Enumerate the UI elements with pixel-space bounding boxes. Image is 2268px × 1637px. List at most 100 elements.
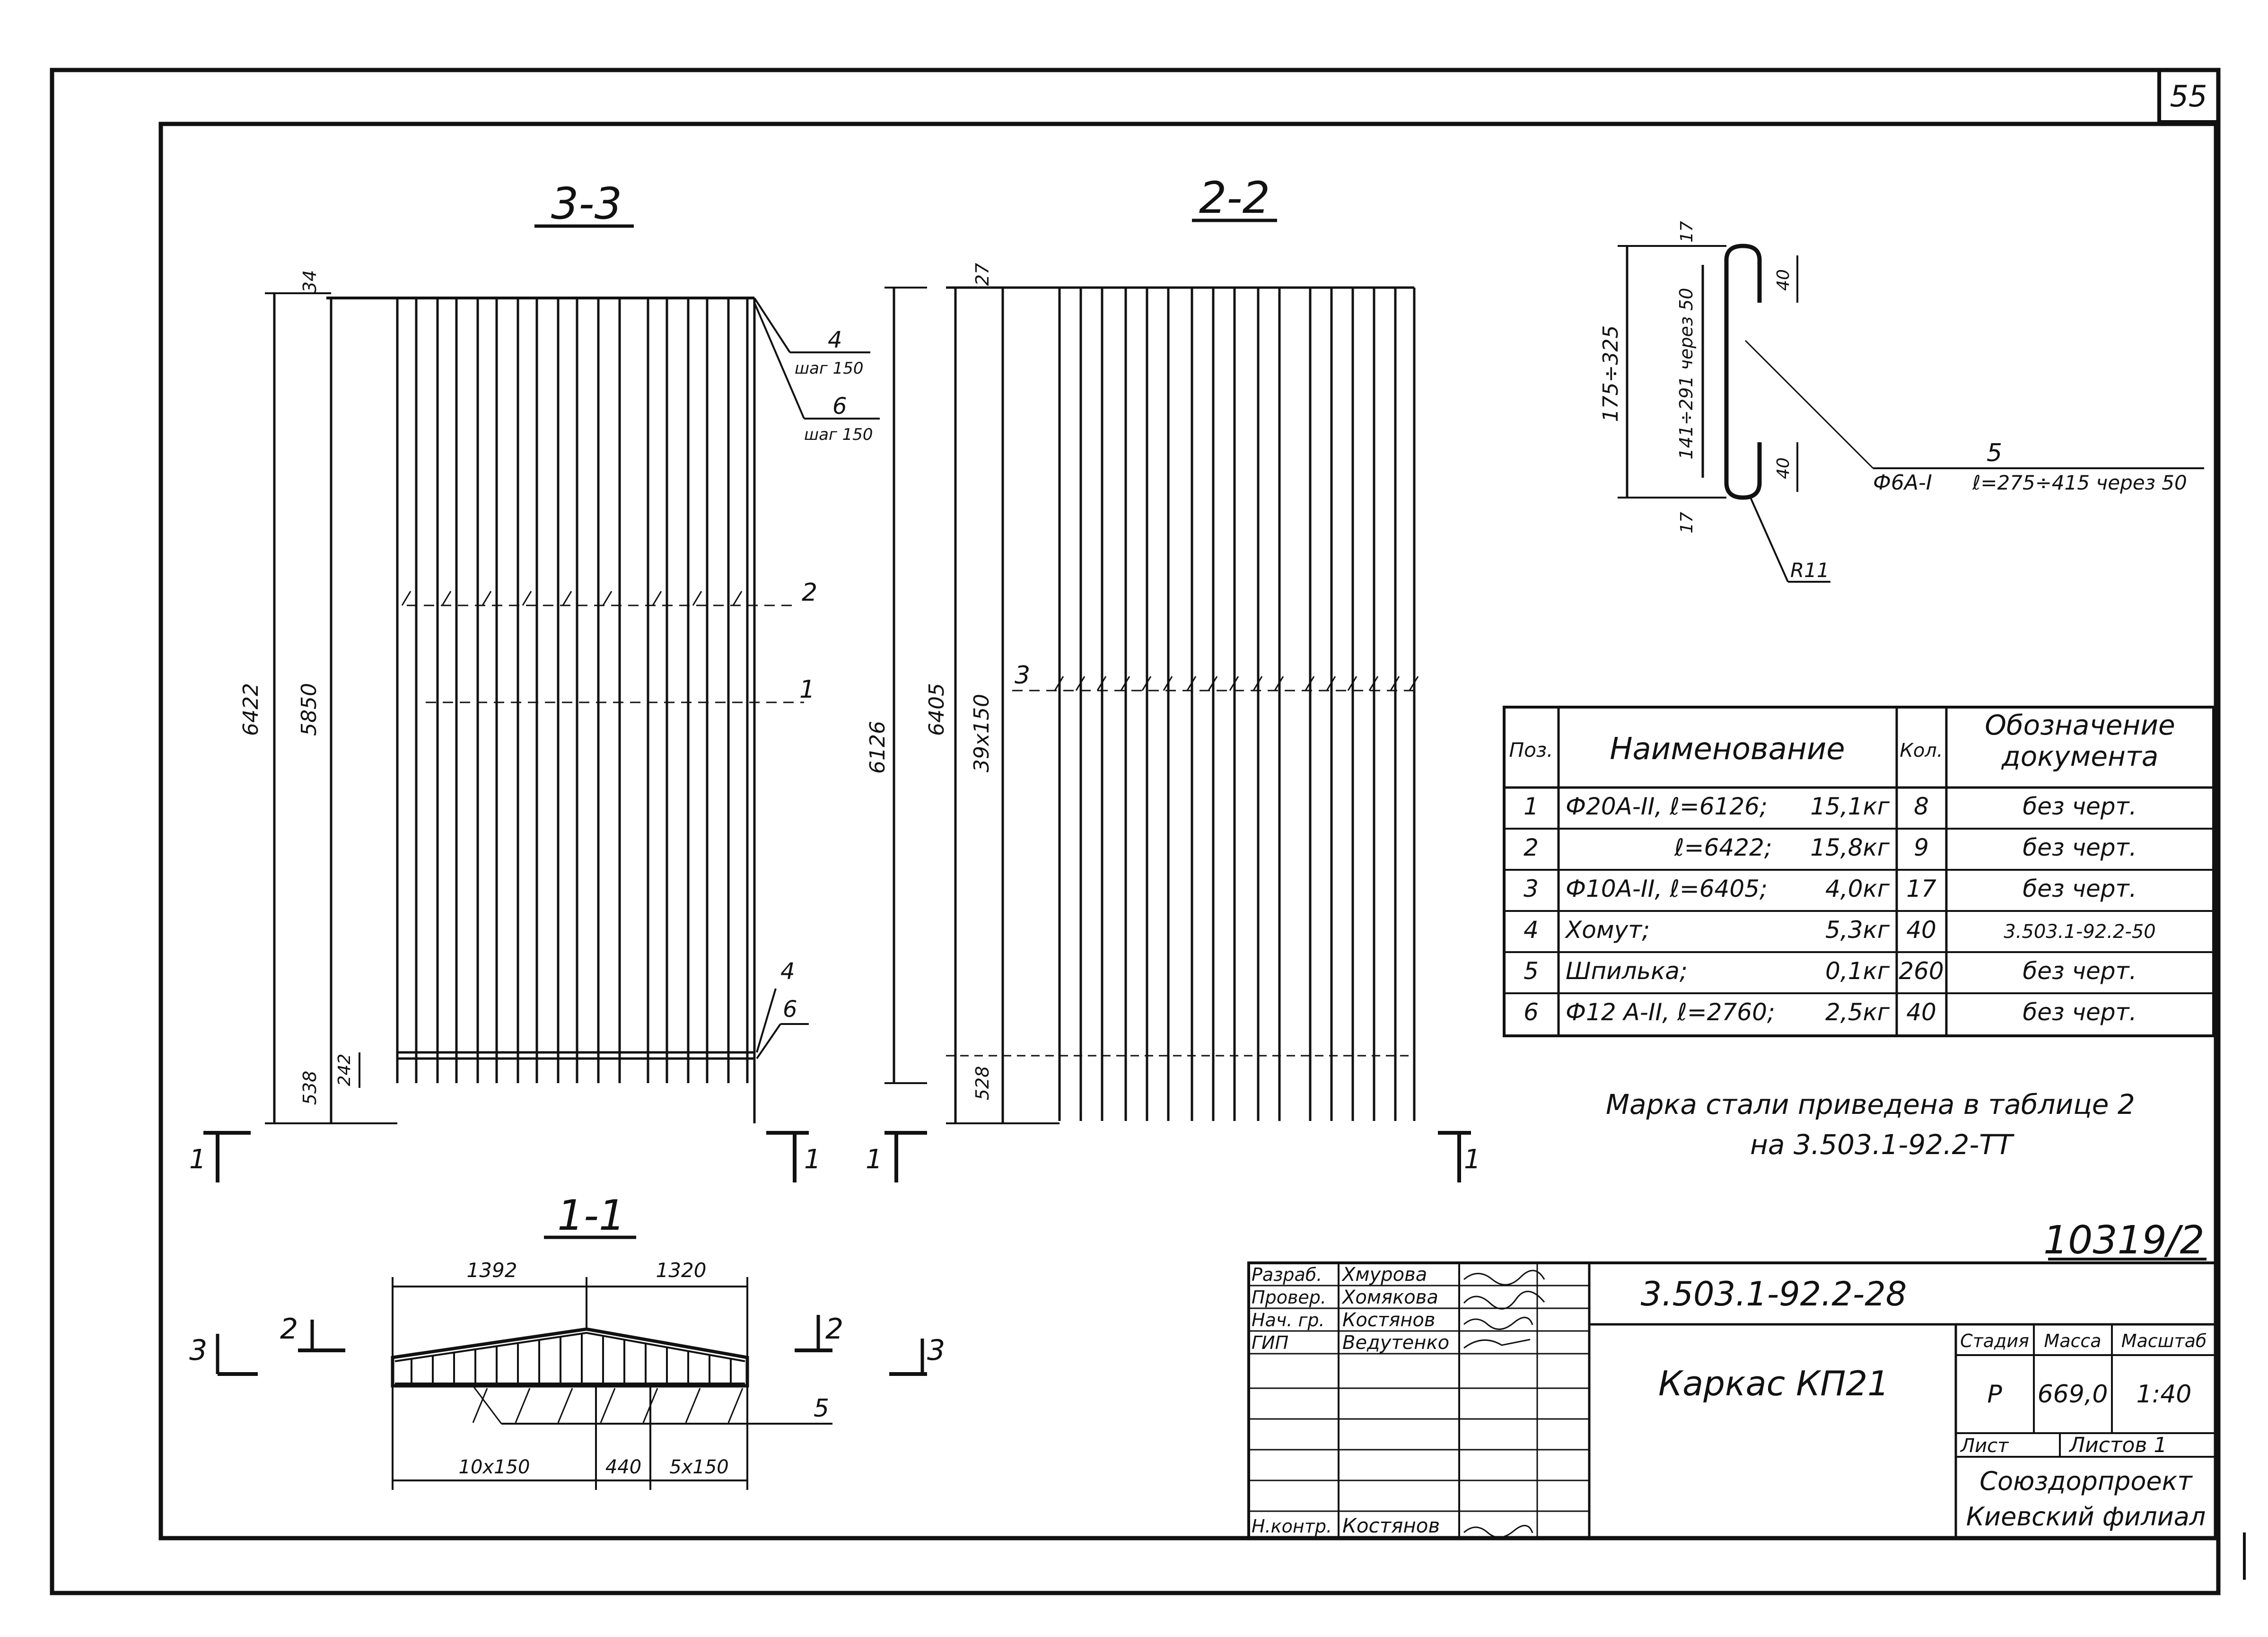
tick-mark xyxy=(441,591,452,606)
tb-sheets-label: Листов 1 xyxy=(2068,1433,2167,1457)
pin-dim-hook-top: 40 xyxy=(1774,269,1793,291)
cut-mark-2b: 2 xyxy=(825,1313,843,1346)
pin-radius: R11 xyxy=(1790,559,1830,582)
section-1-1: 1-1 1392 1320 5 10x150 440 5x150 xyxy=(391,1191,832,1490)
spec-table: Поз. Наименование Кол. Обозначение докум… xyxy=(1503,706,2215,1037)
spec-doc: без черт. xyxy=(2023,834,2137,861)
callout-3-3-6: 6 xyxy=(832,393,847,420)
spec-mass: 0,1кг xyxy=(1825,957,1890,985)
sheet-number: 55 xyxy=(2170,79,2207,114)
pin-dim-bottom: 17 xyxy=(1677,512,1697,534)
tb-designation: 3.503.1-92.2-28 xyxy=(1641,1275,1907,1313)
leader-line xyxy=(472,1388,488,1423)
spec-header-name: Наименование xyxy=(1610,732,1845,767)
spec-mass: 15,8кг xyxy=(1810,834,1890,861)
section-3-3: 3-3 6422 5850 34 538 242 4 шаг 150 6 шаг… xyxy=(239,178,880,1124)
cut-mark-1d: 1 xyxy=(1464,1144,1481,1175)
spec-pos: 1 xyxy=(1524,793,1539,820)
pin-shape xyxy=(1724,244,1762,500)
dim-1-1-b2: 440 xyxy=(605,1456,641,1478)
tick-mark xyxy=(1120,676,1130,691)
pin-detail: 175÷325 141÷291 через 50 17 17 40 40 R11… xyxy=(1599,221,2204,583)
tick-mark xyxy=(1186,676,1197,691)
spec-qty: 17 xyxy=(1906,875,1936,902)
cut-mark-1b: 1 xyxy=(804,1144,821,1175)
pin-mark: 5 xyxy=(1987,439,2002,467)
leader-line xyxy=(557,1388,573,1423)
tb-scale: 1:40 xyxy=(2137,1380,2192,1409)
tb-sheet-label: Лист xyxy=(1960,1435,2009,1457)
tb-org-line-1: Союздорпроект xyxy=(1979,1466,2193,1496)
spec-mass: 2,5кг xyxy=(1825,998,1890,1026)
tick-mark xyxy=(1409,676,1419,691)
tick-mark xyxy=(652,591,662,606)
callout-2-2-3: 3 xyxy=(1015,661,1030,690)
dim-2-2-right: 6126 xyxy=(866,721,890,774)
dim-3-3-top: 34 xyxy=(299,270,320,293)
callout-3-3-4b: 4 xyxy=(780,958,795,985)
callout-3-3-6-note: шаг 150 xyxy=(804,425,873,444)
tb-role: Нач. гр. xyxy=(1252,1310,1325,1331)
cut-mark-3b: 3 xyxy=(927,1334,945,1367)
tick-mark xyxy=(1274,676,1284,691)
tick-mark xyxy=(1141,676,1152,691)
callout-3-3-6b: 6 xyxy=(783,996,797,1023)
spec-mass: 15,1кг xyxy=(1810,793,1890,820)
spec-header-doc: Обозначение документа xyxy=(1985,709,2175,772)
spec-name: ℓ=6422; xyxy=(1674,834,1772,861)
spec-doc: без черт. xyxy=(2023,957,2137,985)
dim-1-1-left: 1392 xyxy=(467,1259,517,1282)
inner-frame xyxy=(158,122,2218,1541)
leader-line xyxy=(727,1388,744,1423)
tb-stage: Р xyxy=(1987,1380,2002,1409)
tick-mark xyxy=(692,591,702,606)
cut-mark-2a: 2 xyxy=(280,1313,298,1346)
tick-mark xyxy=(1075,676,1086,691)
tick-mark xyxy=(1163,676,1173,691)
spec-name: Ф12 А-II, ℓ=2760; xyxy=(1566,998,1775,1026)
section-3-3-bars xyxy=(396,298,749,1083)
spec-pos: 5 xyxy=(1524,957,1539,985)
spec-pos: 2 xyxy=(1524,834,1539,861)
spec-pos: 4 xyxy=(1524,916,1539,944)
sheet-number-box xyxy=(2157,68,2220,124)
spec-mass: 4,0кг xyxy=(1825,875,1890,902)
spec-qty: 40 xyxy=(1906,916,1936,944)
spec-qty: 40 xyxy=(1906,998,1936,1026)
dim-1-1-b1: 10x150 xyxy=(459,1456,530,1478)
note-line-1: Марка стали приведена в таблице 2 xyxy=(1606,1088,2135,1121)
tb-item-name: Каркас КП21 xyxy=(1658,1364,1889,1403)
spec-header-qty: Кол. xyxy=(1900,740,1943,762)
tb-scale-label: Масштаб xyxy=(2121,1331,2207,1351)
section-2-2-bars xyxy=(1054,288,1419,1121)
tb-role-name: Ведутенко xyxy=(1342,1332,1449,1354)
spec-name: Ф10А-II, ℓ=6405; xyxy=(1566,875,1768,902)
tick-mark xyxy=(1305,676,1315,691)
leader-line xyxy=(515,1388,531,1423)
spec-pos: 3 xyxy=(1524,875,1539,902)
tb-norm-name: Костянов xyxy=(1342,1514,1440,1537)
dim-2-2-top: 27 xyxy=(972,263,993,286)
dim-2-2-bottom: 528 xyxy=(972,1066,993,1101)
section-2-2: 2-2 6405 39x150 27 528 6126 3 xyxy=(866,173,1419,1124)
dim-2-2-inner: 39x150 xyxy=(970,694,994,772)
spec-pos: 6 xyxy=(1524,998,1539,1026)
spec-qty: 9 xyxy=(1914,834,1929,861)
spec-doc: 3.503.1-92.2-50 xyxy=(2004,921,2156,943)
tb-org-line-2: Киевский филиал xyxy=(1966,1502,2206,1532)
dim-1-1-b3: 5x150 xyxy=(669,1456,728,1478)
note-line-2: на 3.503.1-92.2-ТТ xyxy=(1750,1129,2015,1161)
tick-mark xyxy=(1347,676,1357,691)
dim-1-1-right: 1320 xyxy=(656,1259,707,1282)
section-1-1-title: 1-1 xyxy=(557,1191,625,1240)
spec-doc: без черт. xyxy=(2023,793,2137,820)
callout-3-3-4: 4 xyxy=(828,327,842,353)
tick-mark xyxy=(1054,676,1064,691)
tb-norm-role: Н.контр. xyxy=(1252,1516,1332,1537)
spec-qty: 8 xyxy=(1914,793,1929,820)
tick-mark xyxy=(602,591,613,606)
dim-3-3-bottom: 538 xyxy=(299,1071,320,1105)
